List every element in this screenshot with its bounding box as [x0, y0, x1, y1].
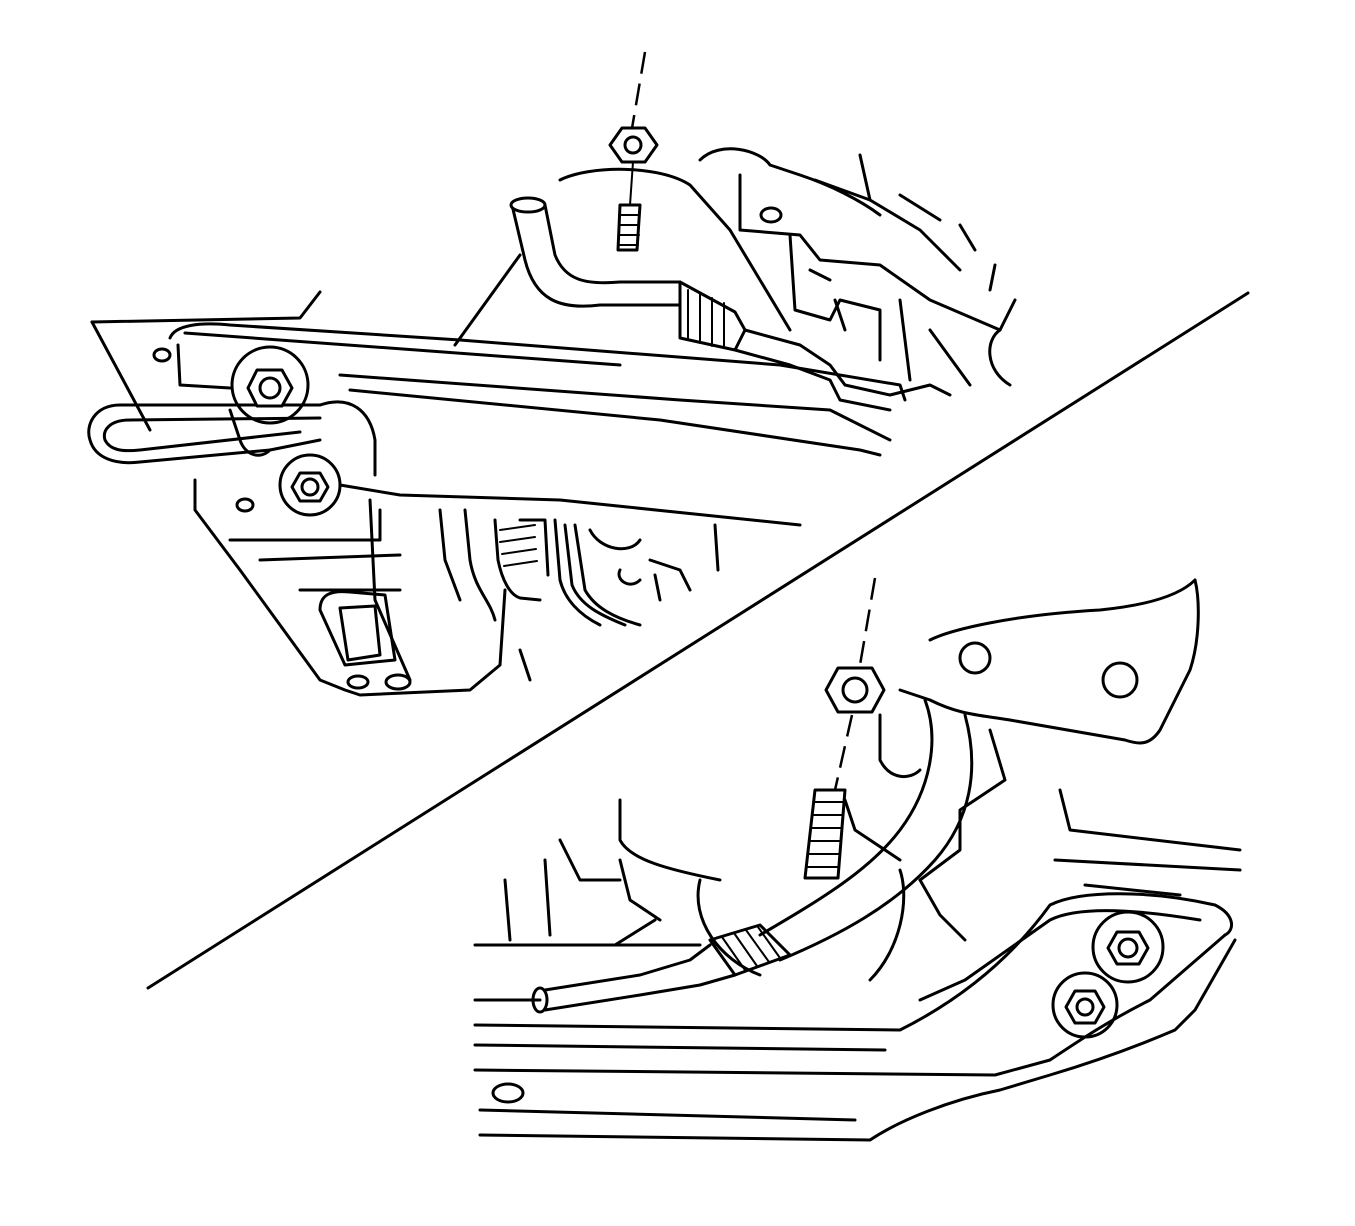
- plate-hole-2: [1101, 661, 1139, 699]
- lower-bolt-2-icon: [1064, 989, 1106, 1025]
- panel-divider: [146, 291, 1250, 990]
- upper-bolts: [230, 345, 342, 517]
- upper-lower-components: [438, 508, 720, 682]
- upper-stud-icon: [616, 203, 642, 252]
- lower-bolt-2-washer: [1051, 971, 1119, 1039]
- lower-stud-nut: [803, 577, 886, 880]
- upper-bolt-2-icon: [290, 471, 330, 503]
- upper-view: [87, 51, 1017, 697]
- upper-bolt-washer: [230, 345, 310, 425]
- lower-bolts: [1051, 910, 1165, 1039]
- lower-mounting-plate: [898, 578, 1200, 745]
- upper-loop-bracket: [87, 400, 377, 477]
- lower-crossmember: [473, 892, 1237, 1142]
- lower-nut-icon: [824, 666, 886, 714]
- lower-bolt-1-icon: [1106, 930, 1150, 966]
- lower-cooler-pipe: [531, 698, 974, 1014]
- upper-bolt-2-washer: [278, 453, 342, 517]
- upper-engine-outline: [558, 147, 1017, 387]
- upper-nut-icon: [608, 126, 659, 164]
- lower-stud-icon: [803, 788, 847, 880]
- lower-view: [473, 577, 1242, 1142]
- lower-pipe-fitting: [708, 923, 792, 977]
- lower-engine-outline: [503, 713, 1242, 982]
- upper-cooler-pipe: [453, 196, 952, 412]
- lower-bolt-1-washer: [1091, 910, 1165, 984]
- crossmember-hole: [491, 1082, 525, 1104]
- upper-bolt-1-icon: [246, 368, 294, 408]
- upper-crossmember: [90, 290, 907, 697]
- plate-hole-1: [958, 641, 992, 675]
- upper-stud-nut: [608, 51, 659, 252]
